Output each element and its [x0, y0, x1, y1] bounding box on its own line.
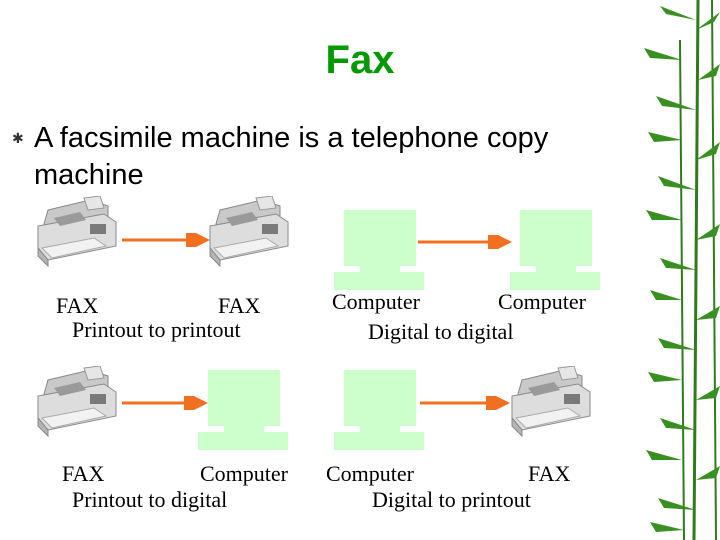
label-fax-left: FAX	[56, 293, 99, 318]
fax-machine-icon	[511, 366, 591, 437]
bullet-text: A facsimile machine is a telephone copy …	[34, 122, 549, 191]
arrow-right-icon	[420, 396, 510, 410]
fax-machine-icon	[37, 366, 117, 437]
bullet-icon: ✱	[12, 130, 24, 146]
computer-icon	[334, 370, 424, 450]
computer-icon	[510, 210, 600, 290]
fax-machine-icon	[209, 196, 289, 267]
label-fax-right: FAX	[218, 293, 261, 318]
label-computer-right: Computer	[200, 461, 288, 486]
label-fax-right: FAX	[528, 461, 571, 486]
arrow-right-icon	[122, 396, 208, 410]
slide-title: Fax	[325, 38, 395, 82]
arrow-right-icon	[122, 233, 210, 247]
label-computer-right: Computer	[498, 289, 586, 314]
caption-digital-to-digital: Digital to digital	[368, 319, 514, 344]
caption-digital-to-printout: Digital to printout	[372, 487, 531, 512]
bamboo-decoration	[644, 0, 720, 540]
arrow-right-icon	[418, 235, 512, 249]
label-computer-left: Computer	[326, 461, 414, 486]
label-fax-left: FAX	[62, 461, 105, 486]
computer-icon	[334, 210, 424, 290]
caption-printout-to-digital: Printout to digital	[72, 487, 228, 512]
label-computer-left: Computer	[332, 289, 420, 314]
caption-printout-to-printout: Printout to printout	[72, 317, 241, 342]
computer-icon	[198, 370, 288, 450]
fax-machine-icon	[37, 196, 117, 267]
